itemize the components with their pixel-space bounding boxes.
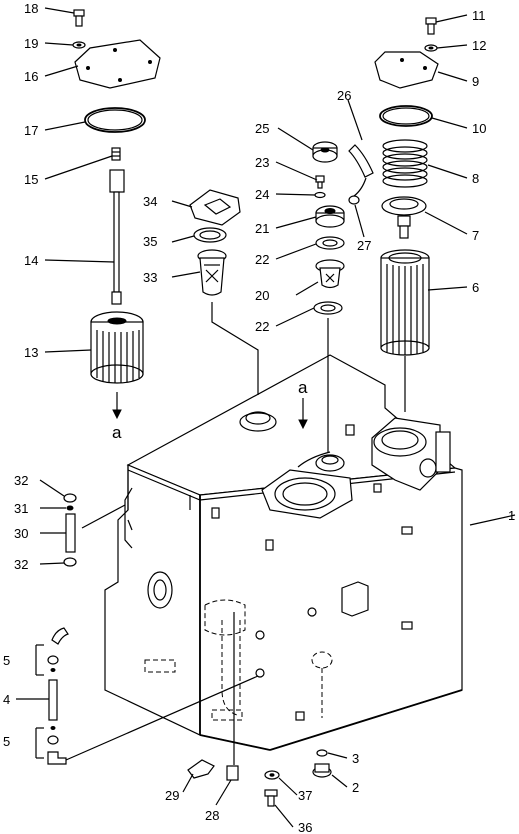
callout-32-lower: 32 [14,557,28,572]
callout-8: 8 [472,171,479,186]
drain-hose-assembly [35,627,259,765]
callout-32-upper: 32 [14,473,28,488]
callout-19: 19 [24,36,38,51]
suction-strainer-assembly [72,9,161,420]
callout-24: 24 [255,187,269,202]
spring-8 [382,139,428,188]
callout-20: 20 [255,288,269,303]
drain-fittings [187,749,332,807]
callout-9: 9 [472,74,479,89]
callout-5-upper: 5 [3,653,10,668]
callout-6: 6 [472,280,479,295]
return-filter-assembly [374,17,439,412]
callout-12: 12 [472,38,486,53]
callout-21: 21 [255,221,269,236]
callout-5-lower: 5 [3,734,10,749]
tank-body [104,354,463,751]
callout-3: 3 [352,751,359,766]
callout-15: 15 [24,172,38,187]
callout-26: 26 [337,88,351,103]
callout-30: 30 [14,526,28,541]
callout-22-upper: 22 [255,252,269,267]
filter-pleats-13 [96,330,140,383]
breather-assembly [297,141,374,468]
callout-35: 35 [143,234,157,249]
callout-34: 34 [143,194,157,209]
callout-27: 27 [357,238,371,253]
leader-lines [16,7,516,828]
callout-31: 31 [14,501,28,516]
callout-28: 28 [205,808,219,823]
sight-gauge-assembly [63,493,126,567]
callout-23: 23 [255,155,269,170]
callout-labels: 1 2 3 4 5 5 6 7 8 9 10 11 12 13 14 15 16… [3,1,515,834]
callout-37: 37 [298,788,312,803]
callout-33: 33 [143,270,157,285]
view-label-a-left: a [112,423,122,442]
callout-11: 11 [472,8,486,23]
callout-36: 36 [298,820,312,834]
callout-13: 13 [24,345,38,360]
filler-strainer-assembly [189,189,259,395]
callout-29: 29 [165,788,179,803]
filter-pleats-6 [386,264,424,355]
callout-14: 14 [24,253,38,268]
callout-25: 25 [255,121,269,136]
callout-17: 17 [24,123,38,138]
callout-16: 16 [24,69,38,84]
view-label-a-top: a [298,378,308,397]
callout-1: 1 [508,508,515,523]
callout-4: 4 [3,692,10,707]
callout-18: 18 [24,1,38,16]
view-arrow-a [298,398,308,430]
callout-10: 10 [472,121,486,136]
callout-22-lower: 22 [255,319,269,334]
callout-2: 2 [352,780,359,795]
callout-7: 7 [472,228,479,243]
